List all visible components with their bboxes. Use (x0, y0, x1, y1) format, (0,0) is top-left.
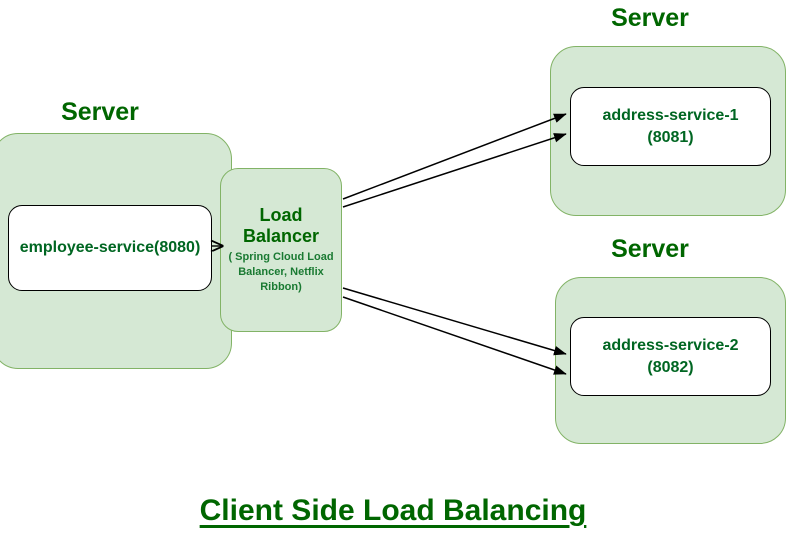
service-port-address-2: (8082) (647, 358, 694, 376)
service-port-address-1: (8081) (647, 128, 694, 146)
service-label-employee: employee-service(8080) (14, 237, 207, 259)
load-balancer-title-line-1: Load (259, 205, 303, 225)
load-balancer-box[interactable]: Load Balancer ( Spring Cloud Load Balanc… (220, 168, 342, 332)
service-label-address-2: address-service-2 (8082) (596, 335, 744, 378)
server-caption-address-2: Server (611, 235, 689, 263)
load-balancer-subtitle-line-1: ( Spring Cloud Load (228, 251, 334, 264)
server-caption-employee: Server (61, 98, 139, 126)
load-balancer-subtitle-line-2: Balancer, Netflix (238, 266, 324, 279)
service-name-address-1: address-service-1 (602, 106, 739, 124)
load-balancer-subtitle-line-3: Ribbon) (260, 281, 302, 294)
load-balancer-title-line-2: Balancer (242, 226, 320, 247)
diagram-title: Client Side Load Balancing (199, 494, 587, 527)
server-caption-address-1: Server (611, 4, 689, 32)
service-box-address-service-2[interactable]: address-service-2 (8082) (570, 317, 771, 396)
service-name-address-2: address-service-2 (602, 336, 739, 354)
arrow-lb-to-address-2-a (342, 287, 567, 356)
load-balancer-title: Load Balancer (243, 205, 319, 247)
load-balancer-subtitle: ( Spring Cloud Load Balancer, Netflix Ri… (228, 250, 333, 295)
arrow-lb-to-address-1-b (342, 133, 567, 208)
service-name-employee: employee-service(8080) (19, 239, 201, 257)
arrow-lb-to-address-2-b (342, 296, 567, 375)
service-box-address-service-1[interactable]: address-service-1 (8081) (570, 87, 771, 166)
service-label-address-1: address-service-1 (8081) (596, 105, 744, 148)
service-box-employee-service[interactable]: employee-service(8080) (8, 205, 212, 291)
arrow-lb-to-address-1-a (342, 113, 567, 200)
